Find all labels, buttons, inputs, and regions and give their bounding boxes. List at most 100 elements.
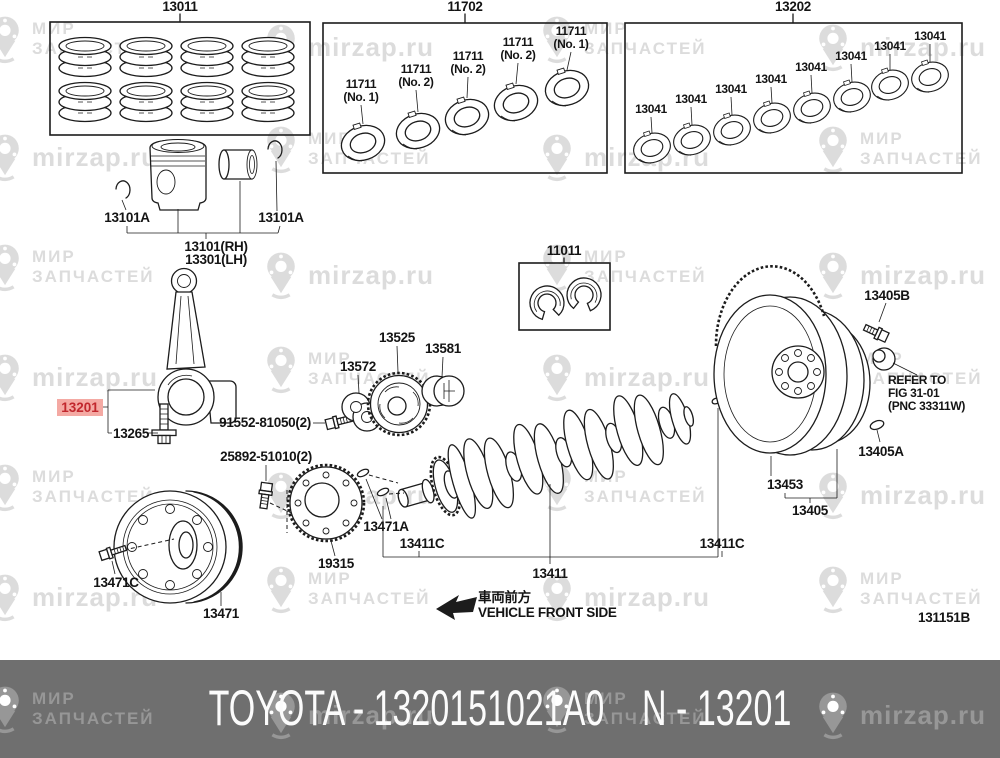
crankshaft-group [397, 393, 695, 519]
part-label-11011: 11011 [547, 243, 582, 258]
part-label-13041: 13041 [755, 72, 787, 86]
part-qualifier: (No. 1) [343, 90, 379, 104]
front-label-jp: 車両前方 [478, 589, 531, 605]
highlight-box [57, 399, 103, 416]
part-label-13041: 13041 [635, 102, 667, 116]
part-label-13405B: 13405B [864, 288, 910, 303]
footer-part-code: TOYOTA - 1320151021A0 N - 13201 [208, 680, 792, 736]
front-label-en: VEHICLE FRONT SIDE [478, 605, 617, 620]
part-qualifier: (No. 2) [398, 75, 434, 89]
exploded-parts-diagram: 13011 11702 11711 (No. 1) 11711 (No. 2) [49, 0, 971, 625]
watermark-tile: mirzap.ru [814, 250, 986, 300]
snap-ring-left [115, 180, 131, 199]
part-label-13101A: 13101A [258, 210, 304, 225]
pulley-bolt [98, 544, 128, 562]
refer-note-line3: (PNC 33311W) [888, 399, 965, 413]
sensor-plate-group: 19315 [286, 463, 366, 571]
part-label-13202: 13202 [775, 0, 811, 14]
part-label-13101A: 13101A [104, 210, 150, 225]
part-qualifier: (No. 1) [553, 37, 589, 51]
piston-group: 13101A 13101A 13101(RH) 13301(LH) [104, 139, 305, 267]
part-label-13411C: 13411C [400, 536, 445, 551]
part-qualifier: (No. 2) [450, 62, 486, 76]
bearing-callout: 13041 13041 13041 13041 13041 13041 1304… [635, 29, 947, 134]
refer-note-group: REFER TO FIG 31-01 (PNC 33311W) [872, 347, 966, 413]
flywheel-group: 13453 13405 [713, 265, 871, 518]
diagram-code: 131151B [918, 610, 971, 625]
bolt-91552-group: 91552-81050(2) [219, 414, 354, 431]
part-label-13405A: 13405A [858, 444, 904, 459]
flywheel-bolt-group: 13405B [862, 288, 911, 344]
watermark-tile: mirzap.ru [0, 352, 158, 402]
part-label-13301LH: 13301(LH) [185, 252, 247, 267]
part-label-13011: 13011 [162, 0, 198, 14]
part-label-13041: 13041 [914, 29, 946, 43]
part-label-13453: 13453 [767, 477, 804, 492]
part-label-13201-selected: 13201 [61, 400, 99, 415]
watermark-tile: mirzap.ru [538, 572, 710, 622]
refer-note-line1: REFER TO [888, 373, 946, 387]
thrust-washer-group: 11011 [518, 243, 611, 331]
rod-bolt [151, 403, 177, 445]
part-label-11711: 11711 [503, 35, 534, 49]
part-label-13411C: 13411C [700, 536, 745, 551]
part-label-13265: 13265 [113, 426, 150, 441]
watermark-tile: mirzap.ru [538, 352, 710, 402]
part-label-13572: 13572 [340, 359, 376, 374]
bearing-callout: 11711 (No. 1) 11711 (No. 2) 11711 (No. 2… [343, 24, 589, 125]
watermark-tile: mirzap.ru [262, 690, 434, 740]
part-label-91552: 91552-81050(2) [219, 415, 311, 430]
part-label-13525: 13525 [379, 330, 416, 345]
connecting-rod-group: 13201 13265 [57, 267, 237, 445]
timing-gear-group: 13525 [366, 330, 432, 437]
part-label-13405: 13405 [792, 503, 829, 518]
part-label-13101RH: 13101(RH) [184, 239, 247, 254]
part-qualifier: (No. 2) [500, 48, 536, 62]
part-label-11711: 11711 [401, 62, 432, 76]
part-label-19315: 19315 [318, 556, 355, 571]
front-direction-arrow-icon [436, 595, 477, 620]
part-label-13041: 13041 [675, 92, 707, 106]
watermark-tile: mirzap.ru [814, 22, 986, 72]
pulley-group: 13471C 13471 [93, 490, 243, 621]
part-label-13581: 13581 [425, 341, 462, 356]
snap-ring-right [267, 140, 283, 159]
balance-piece-group: 13581 [421, 341, 465, 407]
part-label-13041: 13041 [715, 82, 747, 96]
part-label-13041: 13041 [874, 39, 906, 53]
part-label-11711: 11711 [453, 49, 484, 63]
flywheel-dowel-group: 13405A [858, 419, 905, 459]
watermark-tile: mirzap.ru [814, 690, 986, 740]
part-label-11711: 11711 [346, 77, 377, 91]
part-label-13041: 13041 [795, 60, 827, 74]
piston-ring-set-group: 13011 [49, 0, 311, 136]
part-label-13471C: 13471C [93, 575, 139, 590]
part-label-25892: 25892-51010(2) [220, 449, 312, 464]
part-label-11711: 11711 [556, 24, 587, 38]
part-label-13041: 13041 [835, 49, 867, 63]
mirzap-pin-icon [0, 684, 24, 734]
part-label-11702: 11702 [447, 0, 482, 14]
part-label-13471A: 13471A [363, 519, 409, 534]
watermark-tile: mirzap.ru [262, 22, 434, 72]
watermark-tile: mirzap.ru [814, 470, 986, 520]
vehicle-front-group: 車両前方 VEHICLE FRONT SIDE [436, 589, 617, 620]
part-label-13411: 13411 [532, 566, 568, 581]
main-bearing-set-group: 11702 11711 (No. 1) 11711 (No. 2) 11711 … [322, 0, 608, 174]
watermark-tile: mirzap.ru [262, 250, 434, 300]
part-label-13471: 13471 [203, 606, 240, 621]
rod-bearing-set-group: 13202 13041 13041 13041 13041 13041 1304… [624, 0, 963, 174]
crankshaft-callout: 13411C 13411C 13411 [382, 408, 745, 581]
watermark-tile: mirzap.ru [0, 132, 158, 182]
crank-key-group: 13471A [356, 468, 410, 534]
